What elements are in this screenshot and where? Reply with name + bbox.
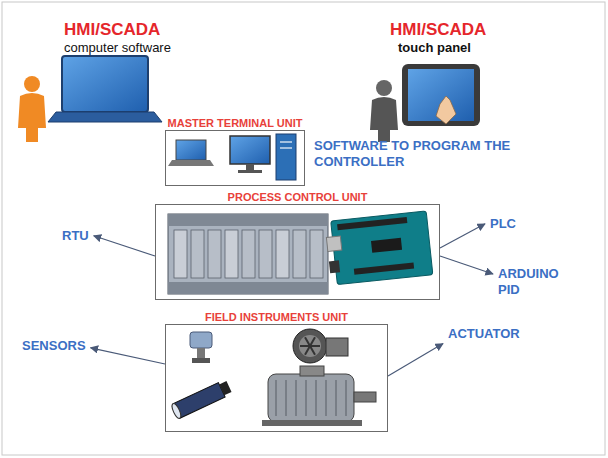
transmitter-icon xyxy=(190,332,212,363)
component-label: RTU xyxy=(62,228,89,244)
tablet-icon xyxy=(402,64,480,126)
unit-heading: PROCESS CONTROL UNIT xyxy=(228,191,368,203)
plc-icon xyxy=(168,214,328,294)
system-subtitle: computer software xyxy=(64,40,171,56)
motor-icon xyxy=(262,366,376,426)
component-label: SENSORS xyxy=(22,338,86,354)
person-icon xyxy=(370,80,398,142)
arduino-icon xyxy=(325,211,433,285)
component-label: PLC xyxy=(490,216,516,232)
laptop-icon xyxy=(48,56,162,122)
leader-arrow xyxy=(388,344,443,376)
system-title: HMI/SCADA xyxy=(64,20,160,40)
unit-heading: FIELD INSTRUMENTS UNIT xyxy=(205,311,348,323)
inductive-sensor-icon xyxy=(170,379,232,419)
system-title: HMI/SCADA xyxy=(390,20,486,40)
leader-arrow xyxy=(440,224,485,248)
system-subtitle: touch panel xyxy=(398,40,471,56)
unit-heading: MASTER TERMINAL UNIT xyxy=(168,117,303,129)
leader-arrow xyxy=(94,236,155,256)
leader-arrow xyxy=(440,256,493,274)
fan-motor-icon xyxy=(293,329,348,363)
person-icon xyxy=(18,76,46,142)
unit-box: MASTER TERMINAL UNIT xyxy=(165,130,305,186)
function-label: SOFTWARE TO PROGRAM THE CONTROLLER xyxy=(314,138,529,169)
component-label: ACTUATOR xyxy=(448,326,520,342)
component-label: ARDUINO PID xyxy=(498,266,578,297)
unit-box: PROCESS CONTROL UNIT xyxy=(155,204,440,300)
unit-box: FIELD INSTRUMENTS UNIT xyxy=(165,324,388,432)
computer-icons xyxy=(168,134,296,180)
leader-arrow xyxy=(91,348,165,364)
